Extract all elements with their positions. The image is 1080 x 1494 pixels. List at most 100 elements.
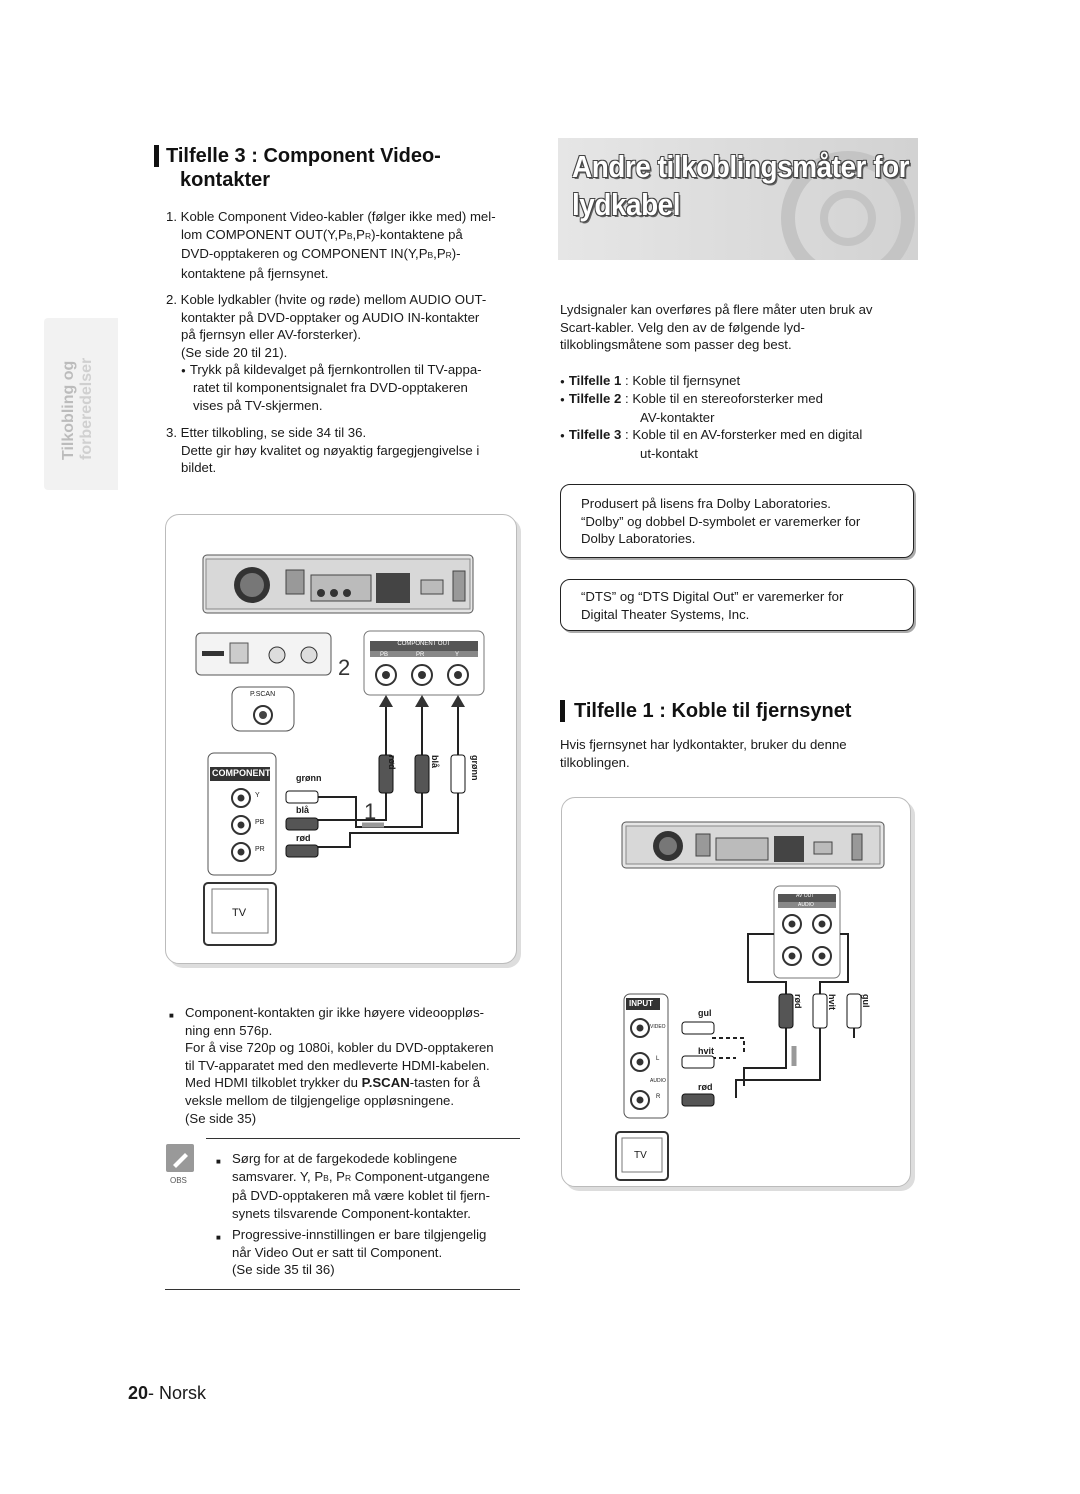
note-main-line: ning enn 576p. [185,1022,273,1038]
component-diagram-svg [195,554,485,946]
step-2-bullet-text: Trykk på kildevalget på fjernkontrollen … [189,362,482,377]
obs-item-2-line: Progressive-innstillingen er bare tilgje… [216,1226,522,1246]
step-1-line: 1. Koble Component Video-kabler (følger … [166,209,496,224]
footer-dash: - [148,1383,160,1403]
cable-label-groenn: grønn [296,773,322,783]
up-arrows [379,695,465,707]
case-text: : Koble til en stereoforsterker med [621,391,823,407]
bullet-icon [560,373,569,388]
intro-text: Lydsignaler kan overføres på flere måter… [560,301,920,354]
step-1-text: DVD-opptakeren og COMPONENT IN(Y,P [181,246,428,262]
case-text: : Koble til fjernsynet [621,373,741,388]
component-label: COMPONENT [212,768,271,778]
obs-item-1-text: Component-utgangene [351,1168,490,1184]
step-2-line: 2. Koble lydkabler (hvite og røde) mello… [166,292,487,307]
note-main-line: Component-kontakten gir ikke høyere vide… [169,1004,525,1024]
cable-label-hvit-top: hvit [827,994,837,1011]
cable-label-blaa-top: blå [430,755,440,769]
obs-item-1-text: Sørg for at de fargekodede koblingene [232,1151,458,1166]
sub-b: B [346,230,353,241]
case-name: Tilfelle 3 [568,427,622,443]
jack-y-label: Y [255,792,260,799]
audio-cables [712,933,855,1098]
obs-item-1-text: samsvarer. Y, P [232,1168,324,1184]
audio-diagram: AV OUT AUDIO INPUT VIDEO L AUDIO R gul h… [561,797,911,1187]
case-list: Tilfelle 1 : Koble til fjernsynet Tilfel… [560,372,920,462]
pr-label: PR [416,652,425,658]
cable-label-gul-top: gul [861,994,871,1008]
tv-set [203,882,277,946]
bullet-icon [560,427,569,442]
step-1-text: ,P [433,246,446,262]
title-banner: Andre tilkoblingsmåter for lydkabel [558,138,918,260]
step-3: 3. Etter tilkobling, se side 34 til 36. … [166,424,526,477]
page-number: 20 [128,1383,149,1403]
step-1-line: lom COMPONENT OUT(Y,PB,PR)-kontaktene på [166,226,526,246]
cable-label-roed: rød [698,1082,713,1092]
step-2-bullet-line: vises på TV-skjermen. [193,397,323,413]
note-main-line: For å vise 720p og 1080i, kobler du DVD-… [185,1040,494,1056]
obs-item-2-text: Progressive-innstillingen er bare tilgje… [232,1227,487,1242]
pb-label: PB [380,652,389,658]
page-title-line2: lydkabel [572,187,681,222]
step-2-line: kontakter på DVD-opptaker og AUDIO IN-ko… [181,309,480,325]
left-heading: Tilfelle 3 : Component Video- kontakter [166,144,441,192]
obs-item-1-line: Sørg for at de fargekodede koblingene [216,1150,522,1170]
case-name: Tilfelle 1 [568,373,622,388]
av-out-label: AV OUT [796,893,815,899]
input-label: INPUT [629,999,653,1008]
obs-item-2: Progressive-innstillingen er bare tilgje… [216,1226,522,1279]
l-jack-label: L [656,1056,660,1062]
obs-item-1-line: synets tilsvarende Component-kontakter. [232,1205,471,1221]
audio-diagram-svg [615,821,885,1181]
note-main: Component-kontakten gir ikke høyere vide… [169,1004,525,1127]
step-3-line: bildet. [181,460,217,476]
cable-label-roed-top: rød [387,755,397,770]
obs-item-1-line: på DVD-opptakeren må være koblet til fje… [232,1188,490,1204]
audio-jack-label: AUDIO [650,1078,666,1084]
component-out-panel [363,630,485,696]
tv-component-panel [207,752,277,876]
right-heading-line: tilkoblingen. [560,754,630,770]
heading-bar [154,145,159,167]
note-main-text: -tasten for å [409,1075,481,1091]
tv-set [615,1131,669,1181]
step-3-line: Dette gir høy kvalitet og nøyaktig farge… [181,442,480,458]
right-heading-line: Hvis fjernsynet har lydkontakter, bruker… [560,737,847,752]
step-2: 2. Koble lydkabler (hvite og røde) mello… [166,291,526,361]
note-main-text: Component-kontakten gir ikke høyere vide… [185,1005,485,1020]
note-main-text: Med HDMI tilkoblet trykker du [185,1075,362,1091]
step-1-text: )-kontaktene på [371,226,463,242]
intro-line: tilkoblingsmåtene som passer deg best. [560,337,792,353]
intro-line: Lydsignaler kan overføres på flere måter… [560,302,873,317]
cable-label-roed-top: rød [793,994,803,1009]
jack-pr-label: PR [255,846,265,853]
step-1-line: DVD-opptakeren og COMPONENT IN(Y,PB,PR)- [166,245,526,265]
audio-out-label: AUDIO [798,902,814,908]
left-heading-line1: Tilfelle 3 : Component Video- [166,145,441,167]
av-out-panel [773,885,841,979]
page-footer: 20- Norsk [128,1383,206,1404]
obs-top-rule [206,1138,520,1139]
cable-label-groenn-top: grønn [470,755,480,781]
right-heading-text: Hvis fjernsynet har lydkontakter, bruker… [560,736,920,771]
component-diagram: COMPONENT OUT PB PR Y P.SCAN COMPONENT Y… [165,514,517,964]
sub-r: R [344,1172,352,1183]
step-1-text: )- [451,246,461,262]
dvd-recorder-rear [202,554,474,614]
y-label: Y [455,652,460,658]
right-heading: Tilfelle 1 : Koble til fjernsynet [574,700,852,722]
pscan-key: P.SCAN [361,1075,410,1091]
dts-line: Digital Theater Systems, Inc. [581,606,750,622]
dts-line: “DTS” og “DTS Digital Out” er varemerker… [581,589,844,604]
obs-item-2-line: når Video Out er satt til Component. [232,1244,443,1260]
obs-item-1: Sørg for at de fargekodede koblingene sa… [216,1150,522,1222]
step-number-2: 2 [338,655,351,680]
case-text: : Koble til en AV-forsterker med en digi… [621,427,863,443]
side-tab-label: Tilkobling og forberedelser [60,320,96,460]
bullet-icon [560,391,569,406]
heading-bar [560,700,565,722]
rca-plugs-side [285,790,319,858]
side-tab-line2: forberedelser [78,357,95,460]
disc-graphic [781,151,915,260]
